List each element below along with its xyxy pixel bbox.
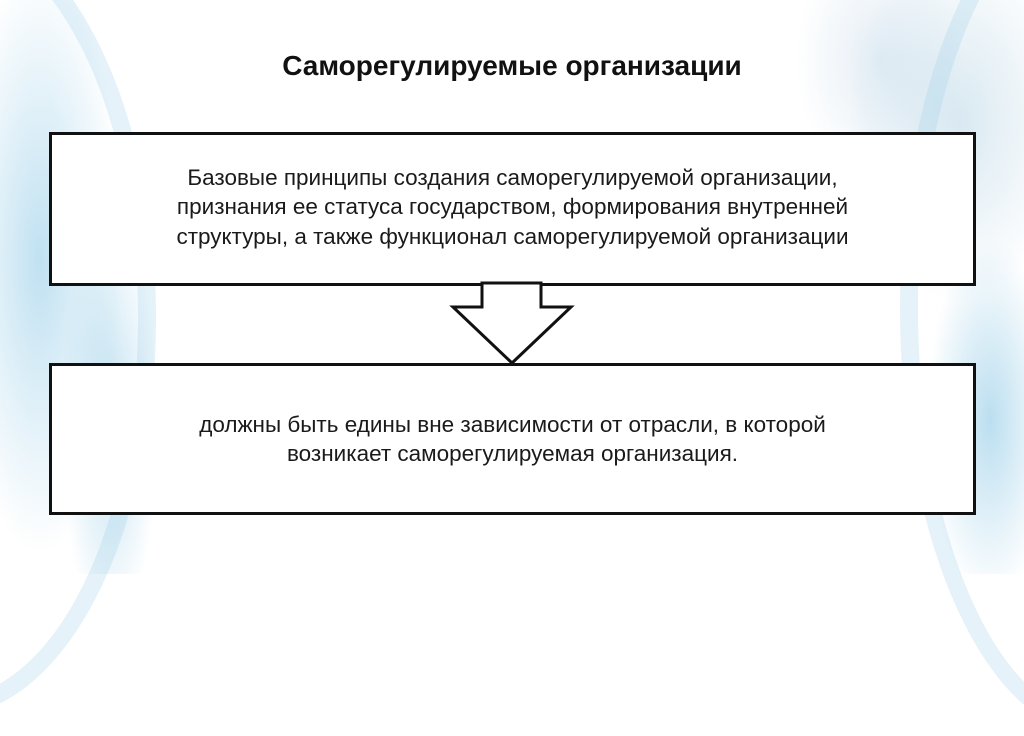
- principles-box: Базовые принципы создания саморегулируем…: [49, 132, 976, 286]
- principles-line-3: структуры, а также функционал саморегули…: [176, 223, 849, 249]
- slide-title: Саморегулируемые организации: [282, 50, 742, 81]
- principles-text: Базовые принципы создания саморегулируем…: [176, 163, 848, 251]
- principles-line-2: признания ее статуса государством, форми…: [176, 194, 849, 220]
- conclusion-line-2: возникает саморегулируемая организация.: [286, 441, 739, 466]
- conclusion-box: должны быть едины вне зависимости от отр…: [49, 363, 976, 515]
- conclusion-line-1: должны быть едины вне зависимости от отр…: [199, 411, 826, 437]
- principles-line-1: Базовые принципы создания саморегулируем…: [187, 165, 838, 191]
- conclusion-text: должны быть едины вне зависимости от отр…: [199, 410, 826, 469]
- down-arrow-icon: [449, 281, 575, 366]
